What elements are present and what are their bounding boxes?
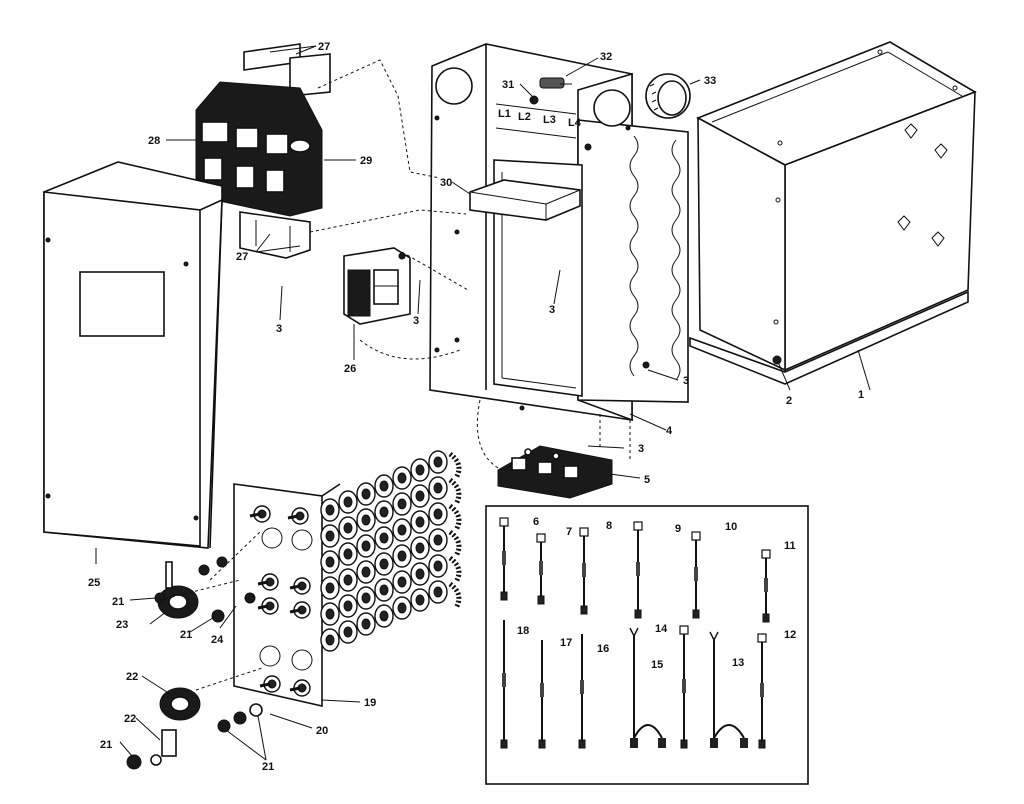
callout-10: 10: [725, 521, 737, 533]
callout-7: 7: [566, 526, 572, 538]
callout-26: 26: [344, 363, 356, 375]
callout-20: 20: [316, 725, 328, 737]
wire-lead: [579, 527, 589, 615]
callout-9: 9: [675, 523, 681, 535]
callout-22b: 22: [124, 713, 136, 725]
callout-29: 29: [360, 155, 372, 167]
terminal-l2: L2: [518, 111, 531, 123]
callout-12: 12: [784, 629, 796, 641]
heater-coils: [320, 450, 462, 652]
terminal-labels: L1 L2 L3 L4: [498, 108, 582, 129]
wire-loop-lead: [709, 631, 748, 748]
callout-13: 13: [732, 657, 744, 669]
fittings: [529, 77, 572, 105]
terminal-l1: L1: [498, 108, 511, 120]
terminal-block: [497, 445, 613, 499]
wire-lead: [679, 625, 689, 749]
heater-coil-row: [320, 580, 462, 652]
wire-leads: [499, 517, 771, 749]
heater-coil-row: [320, 450, 462, 522]
callout-33: 33: [704, 75, 716, 87]
callout-27b: 27: [236, 251, 248, 263]
callout-23: 23: [116, 619, 128, 631]
terminal-l4: L4: [568, 117, 582, 129]
wire-lead: [578, 634, 586, 749]
callout-17: 17: [560, 637, 572, 649]
ring: [645, 73, 691, 119]
wire-lead: [761, 549, 771, 623]
callout-3c: 3: [549, 304, 555, 316]
callout-22a: 22: [126, 671, 138, 683]
wire-lead: [691, 531, 701, 619]
callout-31: 31: [502, 79, 514, 91]
limit-switches: [126, 556, 263, 770]
callout-14: 14: [655, 623, 668, 635]
callout-21d: 21: [262, 761, 274, 773]
callout-16: 16: [597, 643, 609, 655]
callout-27a: 27: [318, 41, 330, 53]
callout-3a: 3: [276, 323, 282, 335]
callout-30: 30: [440, 177, 452, 189]
callout-1: 1: [858, 389, 864, 401]
callout-11: 11: [784, 540, 796, 552]
heater-terminal-studs: [249, 505, 313, 697]
cabinet-box: [689, 41, 977, 385]
callout-21c: 21: [100, 739, 112, 751]
wire-lead: [633, 521, 643, 619]
callout-4: 4: [666, 425, 673, 437]
callout-25: 25: [88, 577, 100, 589]
callout-18: 18: [517, 625, 529, 637]
relay: [343, 247, 411, 325]
callout-3d: 3: [683, 375, 689, 387]
wire-loop-lead: [629, 627, 666, 748]
callout-2: 2: [786, 395, 792, 407]
assembly-leaders: [159, 59, 631, 691]
wire-lead: [757, 633, 767, 749]
heater-coil-row: [320, 476, 462, 548]
heater-coil-row: [320, 554, 462, 626]
wire-lead: [536, 533, 546, 605]
callout-6: 6: [533, 516, 539, 528]
callout-21b: 21: [180, 629, 192, 641]
wire-lead: [538, 640, 546, 749]
part-callouts: 1 2 3 3 3 3 3 4 5 6 7 8 9 10 11 12 13 14…: [88, 41, 864, 773]
chassis-frame: [429, 43, 689, 422]
wire-lead: [500, 620, 508, 749]
callout-3e: 3: [638, 443, 644, 455]
callout-28: 28: [148, 135, 160, 147]
callout-21a: 21: [112, 596, 124, 608]
callout-3b: 3: [413, 315, 419, 327]
heater-element-assembly: [233, 450, 462, 708]
heater-coil-row: [320, 502, 462, 574]
terminal-l3: L3: [543, 114, 556, 126]
wire-lead: [499, 517, 509, 601]
wire-harness-inset: [485, 505, 809, 785]
front-panel: [43, 161, 223, 549]
callout-8: 8: [606, 520, 612, 532]
bracket: [469, 179, 581, 221]
callout-19: 19: [364, 697, 376, 709]
callout-5: 5: [644, 474, 650, 486]
callout-leaders: [95, 45, 871, 761]
heater-coil-row: [320, 528, 462, 600]
callout-15: 15: [651, 659, 663, 671]
callout-24: 24: [211, 634, 224, 646]
callout-32: 32: [600, 51, 612, 63]
relay-block: [195, 43, 331, 259]
